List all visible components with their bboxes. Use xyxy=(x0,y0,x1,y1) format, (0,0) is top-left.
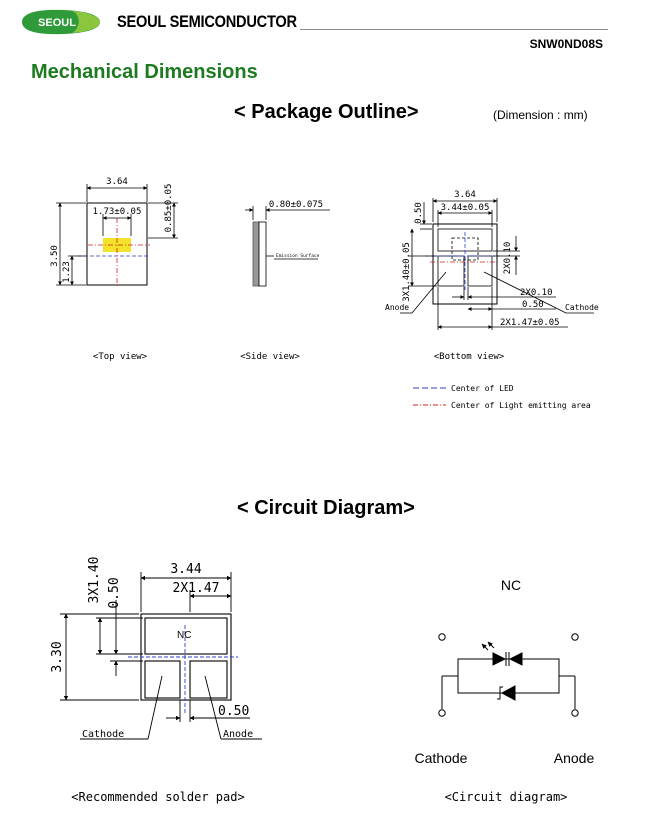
circuit-anode-label: Anode xyxy=(554,750,595,766)
solder-pad-drawing xyxy=(60,572,262,740)
pad-width-2x-label: 2X1.47 xyxy=(173,581,220,596)
circuit-diagram-caption: <Circuit diagram> xyxy=(445,790,568,804)
bottom-anode-label: Anode xyxy=(385,303,409,312)
legend-led-center: Center of LED xyxy=(451,384,514,393)
pad-anode-label: Anode xyxy=(223,729,253,740)
circuit-cathode-label: Cathode xyxy=(415,750,468,766)
bottom-gap-small-label: 2X0.10 xyxy=(520,288,553,298)
seoul-logo: SEOUL xyxy=(20,9,102,35)
nc-terminal-left xyxy=(438,633,446,641)
bottom-inner-width-label: 3.44±0.05 xyxy=(441,203,490,213)
header-rule xyxy=(300,29,608,30)
bottom-pad-height-label: 3X1.40±0.05 xyxy=(402,242,412,302)
circuit-diagram-title: < Circuit Diagram> xyxy=(237,497,415,519)
top-inner-width-label: 1.73±0.05 xyxy=(93,207,142,217)
circuit-nc-label: NC xyxy=(501,577,521,593)
top-view xyxy=(56,184,178,288)
top-width-label: 3.64 xyxy=(106,177,128,187)
bottom-cathode-label: Cathode xyxy=(565,303,599,312)
logo-text: SEOUL xyxy=(38,17,76,29)
emission-surface-label: Emission Surface xyxy=(276,253,320,259)
package-outline-title: < Package Outline> xyxy=(234,101,419,123)
legend-light-center: Center of Light emitting area xyxy=(451,401,591,410)
company-name: SEOUL SEMICONDUCTOR xyxy=(117,12,297,31)
bottom-width-label: 3.64 xyxy=(454,190,476,200)
pad-nc-label: NC xyxy=(177,630,191,641)
pad-cathode-label: Cathode xyxy=(82,729,124,740)
side-thickness-label: 0.80±0.075 xyxy=(269,200,323,210)
led-diode xyxy=(481,641,523,666)
anode-terminal xyxy=(571,709,579,717)
top-offset-label: 1.23 xyxy=(62,261,72,283)
pad-width-label: 3.44 xyxy=(170,562,201,577)
bottom-pad-width-label: 2X1.47±0.05 xyxy=(500,318,560,328)
dimension-unit: (Dimension : mm) xyxy=(493,108,588,122)
top-height-label: 3.50 xyxy=(50,245,60,267)
side-view-caption: <Side view> xyxy=(240,352,300,362)
part-number: SNW0ND08S xyxy=(529,37,603,51)
pad-top-gap-label: 0.50 xyxy=(107,577,122,608)
pad-bottom-gap-label: 0.50 xyxy=(218,704,249,719)
bottom-view-caption: <Bottom view> xyxy=(434,352,505,362)
nc-terminal-right xyxy=(571,633,579,641)
bottom-pad-gap-label: 2X0.10 xyxy=(503,242,513,275)
bottom-gap-mid-label: 0.50 xyxy=(522,300,544,310)
circuit-schematic xyxy=(438,633,579,717)
pad-height-3x-label: 3X1.40 xyxy=(87,557,102,604)
cathode-terminal xyxy=(438,709,446,717)
section-title: Mechanical Dimensions xyxy=(31,61,258,83)
top-view-caption: <Top view> xyxy=(93,352,148,362)
top-right-dim-label: 0.85±0.05 xyxy=(164,184,174,233)
side-view xyxy=(245,206,330,287)
pad-total-height-label: 3.30 xyxy=(50,641,65,672)
bottom-view xyxy=(400,198,594,330)
bottom-top-dim-label: 0.50 xyxy=(414,202,424,224)
solder-pad-caption: <Recommended solder pad> xyxy=(71,790,244,804)
zener-diode xyxy=(497,685,516,701)
